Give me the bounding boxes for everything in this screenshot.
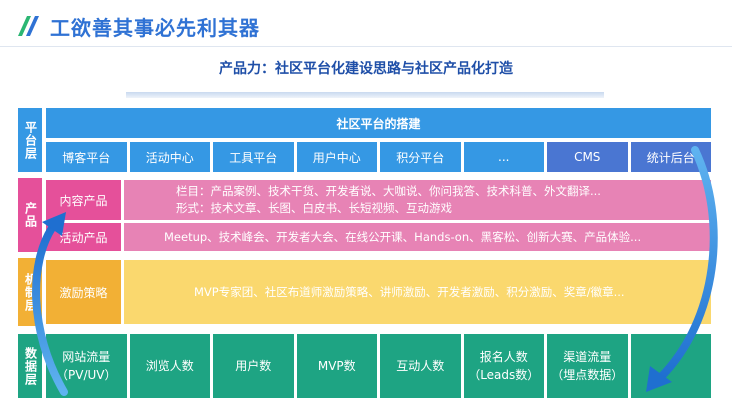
data-item-title: 渠道流量 — [563, 350, 612, 364]
data-item-title: 互动人数 — [396, 359, 445, 373]
data-item: 渠道流量 （埋点数据） — [547, 334, 628, 398]
data-item-title: 浏览人数 — [145, 359, 194, 373]
data-items: 网站流量 （PV/UV） 浏览人数 用户数 MVP数 互动人数 报名人数 （Leads数） 渠道… — [46, 334, 711, 398]
data-item: 浏览人数 — [129, 334, 210, 398]
activity-product-band: Meetup、技术峰会、开发者大会、在线公开课、Hands-on、黑客松、创新大… — [124, 223, 711, 251]
title-underline — [0, 46, 732, 47]
platform-item: 活动中心 — [129, 142, 210, 172]
data-item-title: MVP数 — [317, 359, 356, 373]
content-product-formats: 形式：技术文章、长图、白皮书、长短视频、互动游戏 — [176, 201, 452, 215]
data-item: 报名人数 （Leads数） — [463, 334, 544, 398]
incentive-text: MVP专家团、社区布道师激励策略、讲师激励、开发者激励、积分激励、奖章/徽章..… — [194, 285, 625, 299]
logo-icon — [14, 14, 40, 38]
data-item-title: 网站流量 — [62, 350, 111, 364]
content-product-columns: 栏目：产品案例、技术干货、开发者说、大咖说、你问我答、技术科普、外文翻译... — [176, 184, 601, 198]
platform-item: 工具平台 — [213, 142, 294, 172]
platform-item: ... — [463, 142, 544, 172]
data-item-title: 报名人数 — [479, 350, 528, 364]
data-item-detail: （PV/UV） — [56, 368, 117, 382]
platform-item: 用户中心 — [296, 142, 377, 172]
page-subtitle: 产品力：社区平台化建设思路与社区产品化打造 — [219, 61, 513, 77]
data-item: 用户数 — [213, 334, 294, 398]
data-item: MVP数 — [296, 334, 377, 398]
platform-item: 积分平台 — [380, 142, 461, 172]
data-item — [630, 334, 711, 398]
content-product-label: 内容产品 — [46, 180, 121, 220]
platform-item: CMS — [547, 142, 628, 172]
product-layer-label: 产品 — [18, 178, 42, 252]
data-item-title: 用户数 — [235, 359, 272, 373]
data-item: 互动人数 — [380, 334, 461, 398]
incentive-band: MVP专家团、社区布道师激励策略、讲师激励、开发者激励、积分激励、奖章/徽章..… — [124, 260, 711, 324]
incentive-strategy-label: 激励策略 — [46, 260, 121, 324]
page-title: 工欲善其事必先利其器 — [50, 16, 260, 40]
subtitle-underline — [126, 92, 604, 98]
platform-layer-label: 平台层 — [18, 108, 42, 172]
platform-item: 统计后台 — [630, 142, 711, 172]
incentive-layer-label: 机制层 — [18, 258, 42, 326]
platform-banner: 社区平台的搭建 — [46, 108, 711, 138]
data-item-detail: （埋点数据） — [551, 368, 624, 382]
data-layer-label: 数据层 — [18, 334, 42, 398]
data-item: 网站流量 （PV/UV） — [46, 334, 127, 398]
platform-item: 博客平台 — [46, 142, 127, 172]
data-item-detail: （Leads数） — [468, 368, 540, 382]
activity-product-label: 活动产品 — [46, 223, 121, 251]
content-product-band: 栏目：产品案例、技术干货、开发者说、大咖说、你问我答、技术科普、外文翻译... … — [124, 180, 711, 220]
activity-product-text: Meetup、技术峰会、开发者大会、在线公开课、Hands-on、黑客松、创新大… — [164, 230, 642, 244]
